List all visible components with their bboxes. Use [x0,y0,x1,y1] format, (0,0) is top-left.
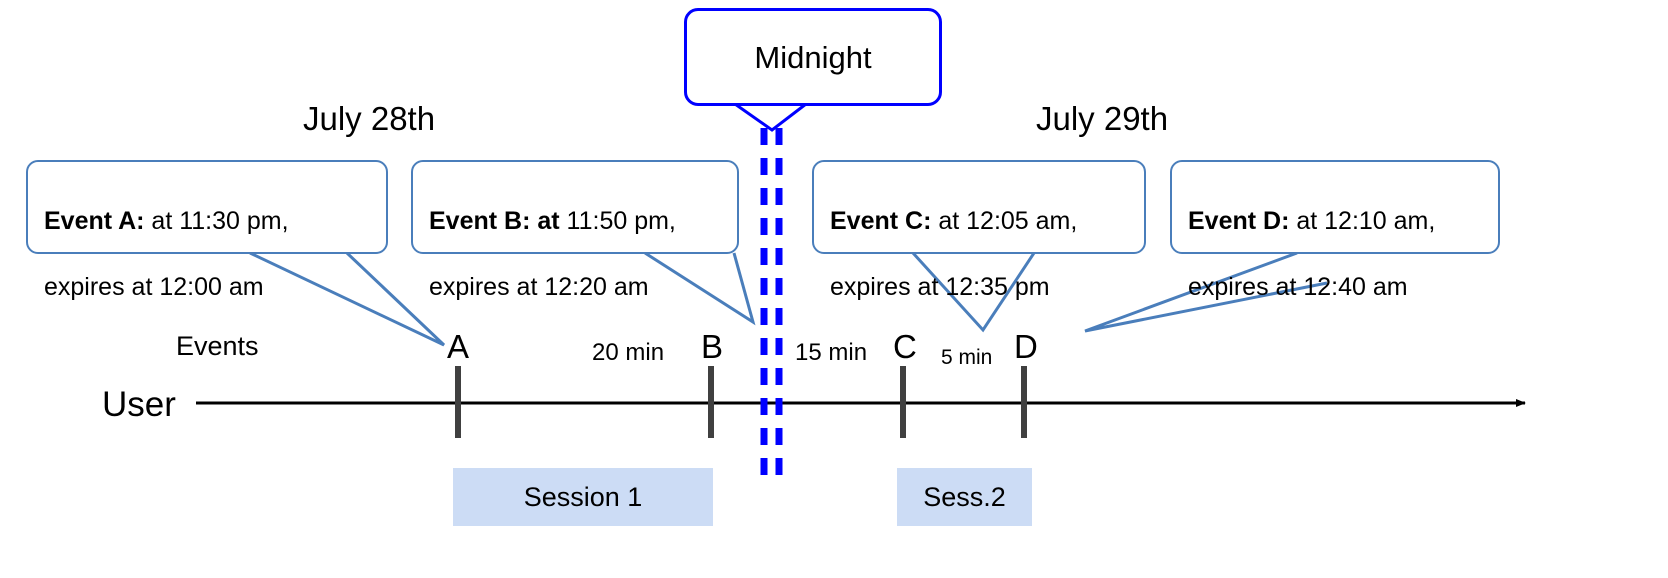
gap-label-a-b: 20 min [592,339,665,366]
event-b-rest: 11:50 pm, [559,207,676,235]
session-1-label: Session 1 [523,481,643,512]
event-letter-a: A [447,328,470,365]
session-band-2: Sess.2 [897,468,1032,526]
event-a-rest: at 11:30 pm, [144,207,289,235]
events-row-label: Events [176,331,259,361]
date-label-july-28: July 28th [303,100,436,137]
event-d-callout: Event D: at 12:10 am, expires at 12:40 a… [1170,160,1500,301]
event-c-callout: Event C: at 12:05 am, expires at 12:35 p… [812,160,1146,301]
event-b-callout: Event B: at 11:50 pm, expires at 12:20 a… [411,160,739,301]
event-d-line2: expires at 12:40 am [1188,273,1408,301]
event-b-callout-tail [644,251,756,326]
event-a-bold: Event A: [44,207,145,235]
date-label-july-29: July 29th [1036,100,1169,137]
event-letter-b: B [701,328,724,365]
midnight-callout-tail [734,102,807,132]
event-b-line2: expires at 12:20 am [429,273,649,301]
event-c-line2: expires at 12:35 pm [830,273,1050,301]
event-d-bold: Event D: [1188,207,1290,235]
event-letter-d: D [1014,328,1038,365]
event-a-line2: expires at 12:00 am [44,273,264,301]
gap-label-b-c: 15 min [795,339,868,366]
user-row-label: User [102,385,176,424]
session-band-1: Session 1 [453,468,713,526]
event-c-bold: Event C: [830,207,932,235]
event-c-rest: at 12:05 am, [931,207,1078,235]
midnight-callout: Midnight [684,8,942,106]
gap-label-c-d: 5 min [941,346,993,369]
event-a-callout: Event A: at 11:30 pm, expires at 12:00 a… [26,160,388,301]
event-a-callout-tail [249,251,446,347]
event-b-bold: Event B: at [429,207,560,235]
midnight-label: Midnight [754,39,872,75]
session-2-label: Sess.2 [923,481,1006,512]
event-letter-c: C [893,328,917,365]
event-d-rest: at 12:10 am, [1289,207,1436,235]
